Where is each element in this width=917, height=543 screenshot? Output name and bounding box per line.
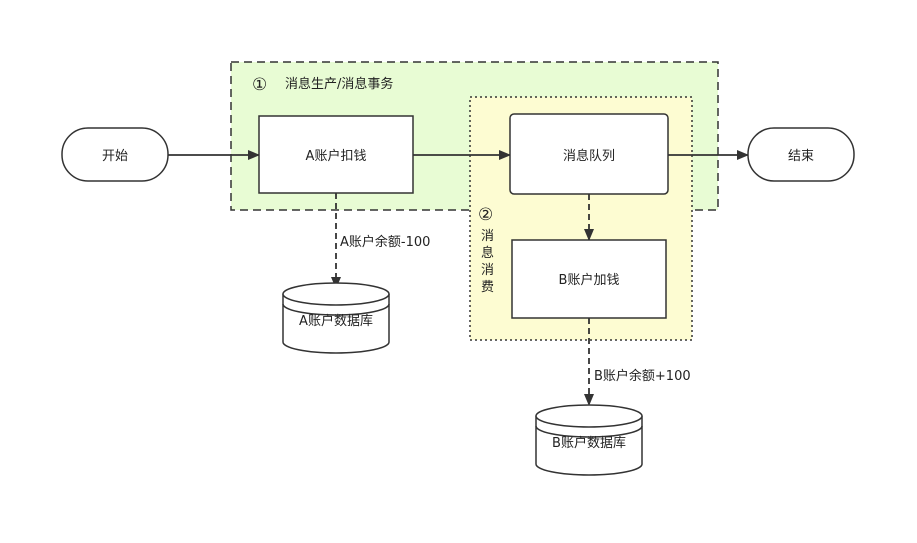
db-a-node <box>282 282 390 354</box>
queue-label: 消息队列 <box>563 148 615 164</box>
consumer-label-char: 消 <box>481 263 494 278</box>
start-node-label: 开始 <box>102 149 128 164</box>
producer-region-number: ① <box>252 75 267 95</box>
edge-label-b-balance: B账户余额+100 <box>594 368 691 384</box>
edge-label-a-balance: A账户余额-100 <box>340 234 430 250</box>
consumer-label-char: 费 <box>481 280 494 295</box>
credit-b-label: B账户加钱 <box>559 272 620 288</box>
start-node <box>61 127 169 182</box>
end-node <box>747 127 855 182</box>
consumer-label-char: 消 <box>481 229 494 244</box>
producer-region-label: 消息生产/消息事务 <box>285 76 393 92</box>
debit-a-label: A账户扣钱 <box>306 148 367 164</box>
consumer-region-number: ② <box>478 205 493 225</box>
db-b-node <box>535 404 643 476</box>
credit-b-node <box>511 239 667 319</box>
queue-node <box>509 113 669 195</box>
db-b-label: B账户数据库 <box>552 435 626 451</box>
db-a-label: A账户数据库 <box>299 313 373 329</box>
end-node-label: 结束 <box>788 149 814 164</box>
debit-a-node <box>258 115 414 194</box>
consumer-label-char: 息 <box>481 245 494 261</box>
consumer-region-label: 消 息 消 费 <box>481 229 494 295</box>
